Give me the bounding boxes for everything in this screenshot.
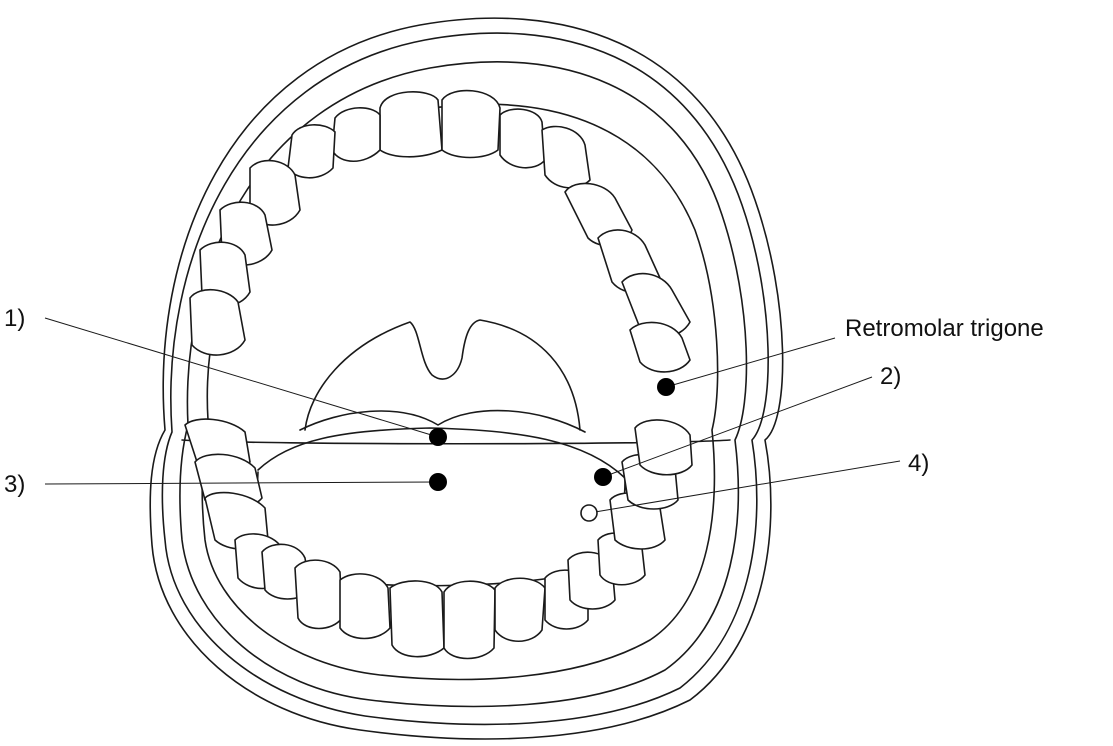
marker-4	[581, 505, 597, 521]
upper-teeth	[190, 91, 690, 372]
label-1: 1)	[4, 305, 25, 332]
marker-3	[429, 473, 447, 491]
marker-2	[594, 468, 612, 486]
label-retromolar-trigone: Retromolar trigone	[845, 315, 1044, 342]
marker-retromolar	[657, 378, 675, 396]
lower-teeth	[185, 419, 692, 658]
tongue-and-palate	[258, 320, 625, 586]
leader-line-retromolar	[666, 338, 835, 387]
marker-1	[429, 428, 447, 446]
label-3: 3)	[4, 471, 25, 498]
label-2: 2)	[880, 363, 901, 390]
label-4: 4)	[908, 450, 929, 477]
